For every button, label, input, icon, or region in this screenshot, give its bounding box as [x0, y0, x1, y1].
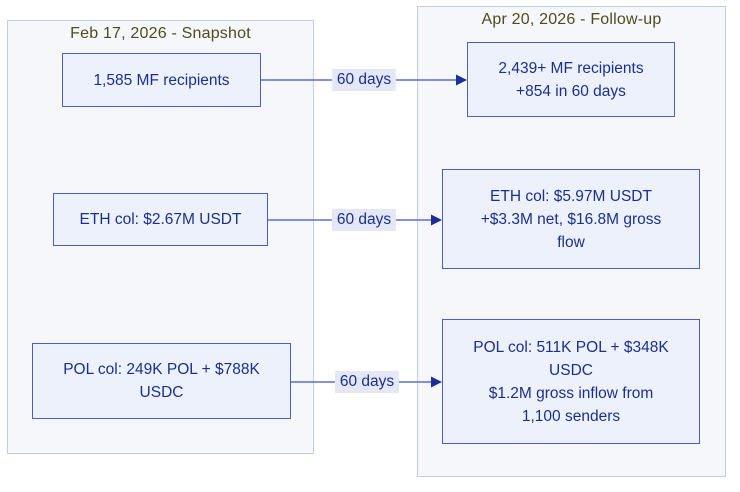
node-text-line: ETH col: $2.67M USDT: [79, 211, 242, 228]
node-pol-collateral-snapshot: POL col: 249K POL + $788K USDC: [32, 343, 291, 419]
node-text-line: POL col: 249K POL + $788K: [63, 361, 260, 378]
node-pol-collateral-followup: POL col: 511K POL + $348K USDC $1.2M gro…: [442, 319, 700, 444]
cluster-title-followup: Apr 20, 2026 - Follow-up: [481, 11, 662, 28]
node-text-line: $1.2M gross inflow from: [488, 384, 654, 402]
edge-label-60days-eth: 60 days: [331, 209, 397, 231]
node-text-line: +$3.3M net, $16.8M gross: [480, 210, 662, 228]
node-text-line: +854 in 60 days: [516, 82, 626, 100]
node-text-line: USDC: [139, 384, 184, 401]
node-eth-collateral-followup: ETH col: $5.97M USDT +$3.3M net, $16.8M …: [442, 169, 700, 269]
node-mf-recipients-snapshot: 1,585 MF recipients: [62, 53, 261, 107]
edge-label-60days-recipients: 60 days: [331, 69, 397, 91]
node-text-line: 1,585 MF recipients: [93, 71, 230, 89]
node-text-line: 2,439+ MF recipients: [498, 59, 644, 77]
edge-label-60days-pol: 60 days: [334, 371, 400, 393]
node-text-line: USDC: [549, 361, 593, 379]
node-mf-recipients-followup: 2,439+ MF recipients +854 in 60 days: [467, 42, 675, 117]
node-text-line: 1,100 senders: [521, 407, 621, 425]
node-eth-collateral-snapshot: ETH col: $2.67M USDT: [53, 193, 268, 246]
cluster-title-snapshot: Feb 17, 2026 - Snapshot: [70, 25, 251, 42]
node-text-line: POL col: 511K POL + $348K: [473, 338, 669, 356]
node-text-line: ETH col: $5.97M USDT: [490, 187, 652, 205]
node-text-line: flow: [557, 233, 585, 251]
